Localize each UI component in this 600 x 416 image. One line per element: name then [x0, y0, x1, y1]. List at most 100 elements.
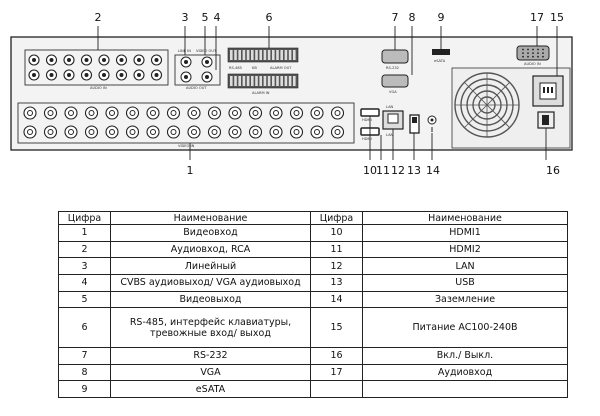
terminal-pin	[238, 76, 241, 86]
table-cell-name: Линейный	[110, 257, 311, 275]
audio-rca-pin	[119, 58, 124, 62]
esata-port: eSATA	[432, 49, 450, 63]
terminal-pin	[234, 50, 237, 60]
callout-9: 9	[438, 11, 445, 24]
terminal-pin	[280, 76, 283, 86]
table-cell-name: HDMI1	[362, 224, 568, 242]
terminal-pin	[234, 76, 237, 86]
hdmi1-label: HDMI	[362, 118, 372, 122]
terminal-pin	[272, 50, 275, 60]
header-name-1: Наименование	[110, 211, 311, 225]
callout-13: 13	[407, 164, 421, 177]
terminal-pin	[267, 76, 271, 86]
table-cell-number: 4	[58, 273, 111, 292]
video-bnc-center	[273, 110, 279, 116]
table-cell-number: 5	[58, 290, 111, 309]
audio-rca-pin	[32, 58, 36, 62]
video-bnc-center	[191, 129, 197, 135]
table-cell-number: 14	[310, 290, 363, 309]
table-cell-number: 13	[310, 273, 363, 292]
terminal-pin	[246, 76, 250, 86]
video-in-label: VIDEO IN	[178, 144, 195, 148]
terminal-pin	[288, 50, 292, 60]
table-cell-name: LAN	[362, 257, 568, 275]
terminal-pin	[284, 76, 288, 86]
video-bnc-center	[252, 110, 259, 116]
table-cell-number: 7	[58, 347, 111, 365]
video-bnc-center	[150, 129, 156, 135]
terminal-pin	[272, 76, 275, 86]
video-bnc-center	[252, 129, 259, 135]
terminal-pin	[259, 50, 262, 60]
audio-rca-pin	[119, 73, 124, 77]
legend-header-row: Цифра Наименование Цифра Наименование	[58, 211, 568, 225]
vga-pin	[527, 52, 529, 54]
vga-pin	[537, 55, 539, 58]
callout-8: 8	[409, 11, 416, 24]
serial-ports: RS-232 VGA	[381, 49, 409, 94]
video-bnc-center	[293, 110, 300, 116]
esata-label: eSATA	[434, 59, 446, 63]
video-bnc-center	[314, 110, 320, 116]
vga-pin	[542, 55, 544, 58]
callout-12: 12	[391, 164, 405, 177]
callout-leaders	[97, 26, 558, 160]
video-bnc-center	[109, 110, 115, 116]
vga-pin	[542, 48, 544, 51]
terminal-pin	[284, 50, 288, 60]
terminal-pin	[238, 50, 241, 60]
video-bnc-center	[314, 129, 320, 135]
callout-1: 1	[187, 164, 194, 177]
terminal-pin	[263, 50, 267, 60]
callout-11: 11	[376, 164, 390, 177]
rear-panel-diagram: AUDIO IN LINE IN VIDEO OUT AUDIO OUT RS-…	[10, 11, 573, 177]
terminal-pin	[259, 76, 262, 86]
table-cell-name: Питание AC100-240В	[362, 307, 568, 348]
table-cell-number: 11	[310, 240, 363, 259]
table-cell-number: 12	[310, 257, 363, 275]
video-bnc-center	[170, 110, 177, 116]
callout-5: 5	[202, 11, 209, 24]
table-cell-number: 8	[58, 363, 111, 382]
rs232-label: RS-232	[386, 66, 399, 70]
table-cell-name: VGA	[110, 363, 311, 382]
callout-3: 3	[182, 11, 189, 24]
video-bnc-center	[27, 110, 33, 116]
table-cell-number: 15	[310, 307, 363, 348]
terminal-pin	[230, 50, 233, 60]
audio-in-label: AUDIO IN	[90, 86, 107, 90]
callout-4: 4	[214, 11, 221, 24]
video-in-block: VIDEO IN	[17, 102, 355, 148]
kb-label: KB	[252, 66, 257, 70]
vga-port-lower	[381, 74, 409, 88]
vga-label-lower: VGA	[389, 90, 397, 94]
video-bnc-center	[47, 110, 54, 116]
video-out-label: VIDEO OUT	[196, 49, 217, 53]
table-cell-number: 16	[310, 347, 363, 365]
callout-2: 2	[95, 11, 102, 24]
callout-17: 17	[530, 11, 544, 24]
vga-pin	[527, 48, 529, 51]
terminal-pin	[276, 50, 279, 60]
audio-rca-pin	[154, 73, 159, 77]
terminal-pin	[251, 76, 254, 86]
table-cell-name: RS-232	[110, 347, 311, 365]
power-socket	[532, 75, 564, 107]
header-name-2: Наименование	[362, 211, 568, 225]
table-cell-name: Аудиовход	[362, 363, 568, 382]
video-bnc-center	[27, 129, 33, 135]
vga-port: AUDIO IN	[516, 45, 550, 66]
video-bnc-center	[129, 110, 136, 116]
vga-pin	[522, 48, 524, 51]
terminal-pin	[293, 76, 296, 86]
fan-power-area	[451, 67, 571, 149]
audio-rca-pin	[137, 73, 141, 77]
audio-rca-pin	[67, 58, 71, 62]
audio-rca-pin	[49, 58, 54, 62]
